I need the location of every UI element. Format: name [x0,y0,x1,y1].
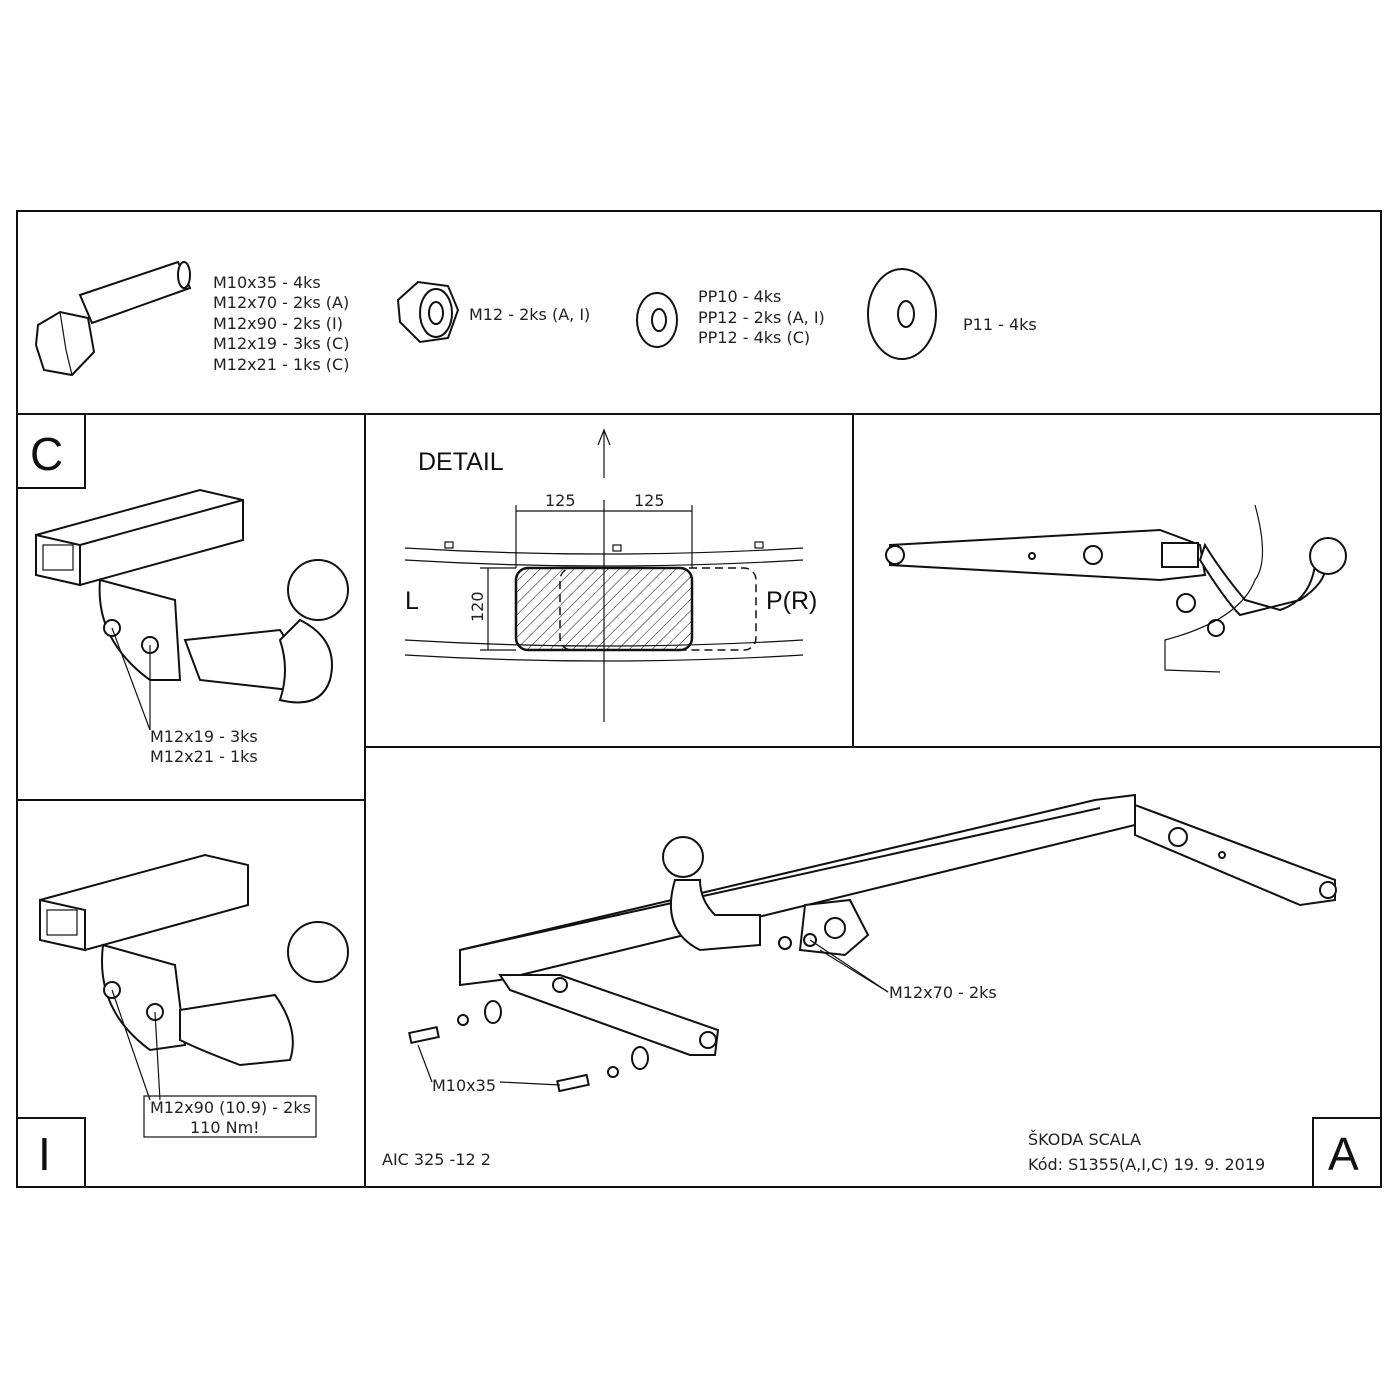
part-label: M12x21 - 1ks (C) [213,355,349,374]
nut-icon [396,280,460,344]
towbar-illustration [35,488,349,731]
cutout-area-right [559,567,757,651]
towbar-assembly-illustration [408,793,1337,1093]
part-label: M12 - 2ks (A, I) [469,305,590,324]
part-label: PP10 - 4ks [698,287,781,306]
side-label: L [405,587,419,615]
part-label: PP12 - 4ks (C) [698,328,810,347]
torque-callout-box [143,1095,317,1138]
part-label: P11 - 4ks [963,315,1037,334]
bolt-label: M12x21 - 1ks [150,747,258,766]
panel-letter: A [1328,1128,1359,1180]
panel-a: M12x70 - 2ks M10x35 AIC 325 -12 2 ŠKODA … [382,793,1382,1188]
detail-title: DETAIL [418,448,504,476]
bolt-label: M12x70 - 2ks [889,983,997,1002]
part-label: M12x19 - 3ks (C) [213,334,349,353]
part-label: PP12 - 2ks (A, I) [698,308,825,327]
panel-letter: C [30,428,63,480]
washer-icon [636,292,678,348]
drawing-number: AIC 325 -12 2 [382,1150,491,1169]
part-label: M12x90 - 2ks (I) [213,314,343,333]
dimension-label: 125 [634,491,665,510]
bolt-icon [34,260,192,377]
part-label: M10x35 - 4ks [213,273,321,292]
side-view-illustration [885,504,1347,673]
dimension-label: 120 [468,591,487,622]
torque-label: 110 Nm! [190,1118,260,1137]
towbar-illustration [39,853,349,1101]
large-washer-icon [867,268,937,360]
bolt-label: M10x35 [432,1076,496,1095]
vehicle-name: ŠKODA SCALA [1028,1130,1141,1149]
part-label: M12x70 - 2ks (A) [213,293,349,312]
detail-panel: DETAIL 125 125 120 L P(R) [404,428,817,722]
side-label: P(R) [766,587,817,615]
panel-c: C M12x19 - 3ks M12x21 - 1ks [16,413,349,766]
panel-letter: I [38,1128,51,1180]
dimension-label: 125 [545,491,576,510]
panel-i: I M12x90 (10.9) - 2ks 110 Nm! [16,853,349,1188]
product-code: Kód: S1355(A,I,C) 19. 9. 2019 [1028,1155,1265,1174]
bolt-label: M12x90 (10.9) - 2ks [150,1098,311,1117]
parts-list: M10x35 - 4ks M12x70 - 2ks (A) M12x90 - 2… [34,260,1037,377]
bolt-label: M12x19 - 3ks [150,727,258,746]
frame [16,210,1382,1188]
